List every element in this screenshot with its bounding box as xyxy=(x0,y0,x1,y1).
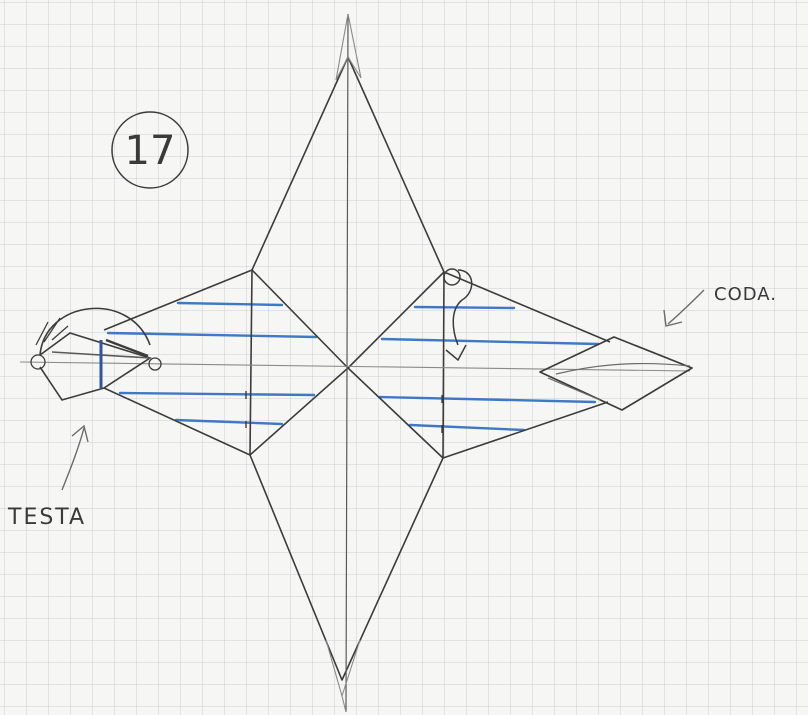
center-right-edge xyxy=(443,272,444,458)
tail-label: CODA. xyxy=(714,284,777,305)
head-label: TESTA xyxy=(7,505,86,530)
step-number: 17 xyxy=(125,128,176,174)
hatch-line xyxy=(415,307,514,308)
